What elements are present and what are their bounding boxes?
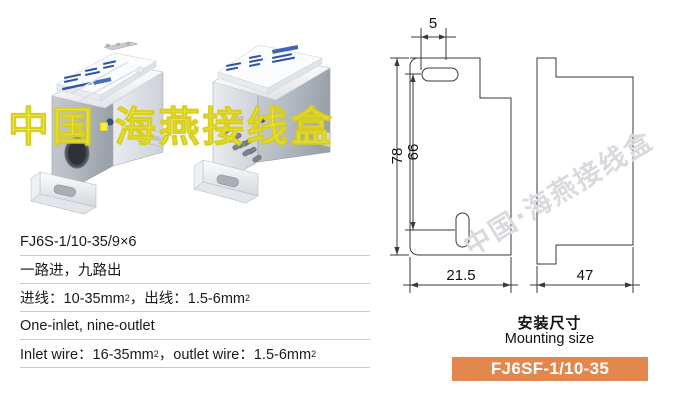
product-label-print-left — [62, 60, 117, 91]
dim-label-5: 5 — [429, 15, 437, 32]
dim-label-21-5: 21.5 — [446, 267, 475, 284]
outlet-hole-grid — [222, 126, 262, 163]
dim-top-width — [411, 28, 456, 70]
spec-ways-en-text: One-inlet, nine-outlet — [20, 317, 155, 334]
dim-outer-height — [390, 57, 409, 256]
spec-row-ways-cn: 一路进，九路出 — [20, 256, 370, 284]
side-view-outline — [536, 57, 634, 265]
mounting-title-en: Mounting size — [504, 331, 595, 348]
dim-side-width — [530, 247, 640, 293]
spec-wire-en-inlet: Inlet wire：16-35mm — [20, 347, 154, 363]
top-mounting-slot — [421, 67, 459, 82]
spec-wire-cn-inlet: 进线：10-35mm — [20, 291, 125, 307]
spec-wire-en-outlet: ，outlet wire：1.5-6mm — [158, 347, 312, 363]
spec-model-text: FJ6S-1/10-35/9×6 — [20, 233, 137, 250]
dim-label-78: 78 — [389, 148, 406, 165]
product-photo-area — [0, 0, 395, 222]
dim-inner-height — [405, 73, 455, 231]
mounting-title-cn: 安装尺寸 — [517, 314, 582, 332]
front-view-outline — [409, 57, 512, 256]
mounting-caption: 安装尺寸 Mounting size — [452, 314, 647, 348]
model-badge-label: FJ6SF-1/10-35 — [490, 359, 610, 378]
dim-label-66: 66 — [405, 144, 422, 161]
spec-wire-cn-outlet: ，出线：1.5-6mm — [129, 291, 245, 307]
product-photo-right — [193, 44, 331, 204]
model-badge: FJ6SF-1/10-35 — [452, 357, 648, 381]
dim-label-47: 47 — [577, 267, 594, 284]
product-photo-left — [30, 41, 164, 215]
spec-ways-cn-text: 一路进，九路出 — [20, 263, 122, 279]
product-photos-illustration — [30, 41, 331, 215]
spec-row-ways-en: One-inlet, nine-outlet — [20, 312, 370, 340]
mounting-dimension-drawing: 5 78 66 21.5 47 — [389, 15, 640, 293]
dim-front-width — [403, 257, 518, 293]
product-label-print-right — [226, 45, 299, 71]
spec-row-model: FJ6S-1/10-35/9×6 — [20, 228, 370, 256]
bottom-mounting-slot — [455, 212, 470, 248]
technical-drawing: 5 78 66 21.5 47 — [385, 8, 680, 318]
